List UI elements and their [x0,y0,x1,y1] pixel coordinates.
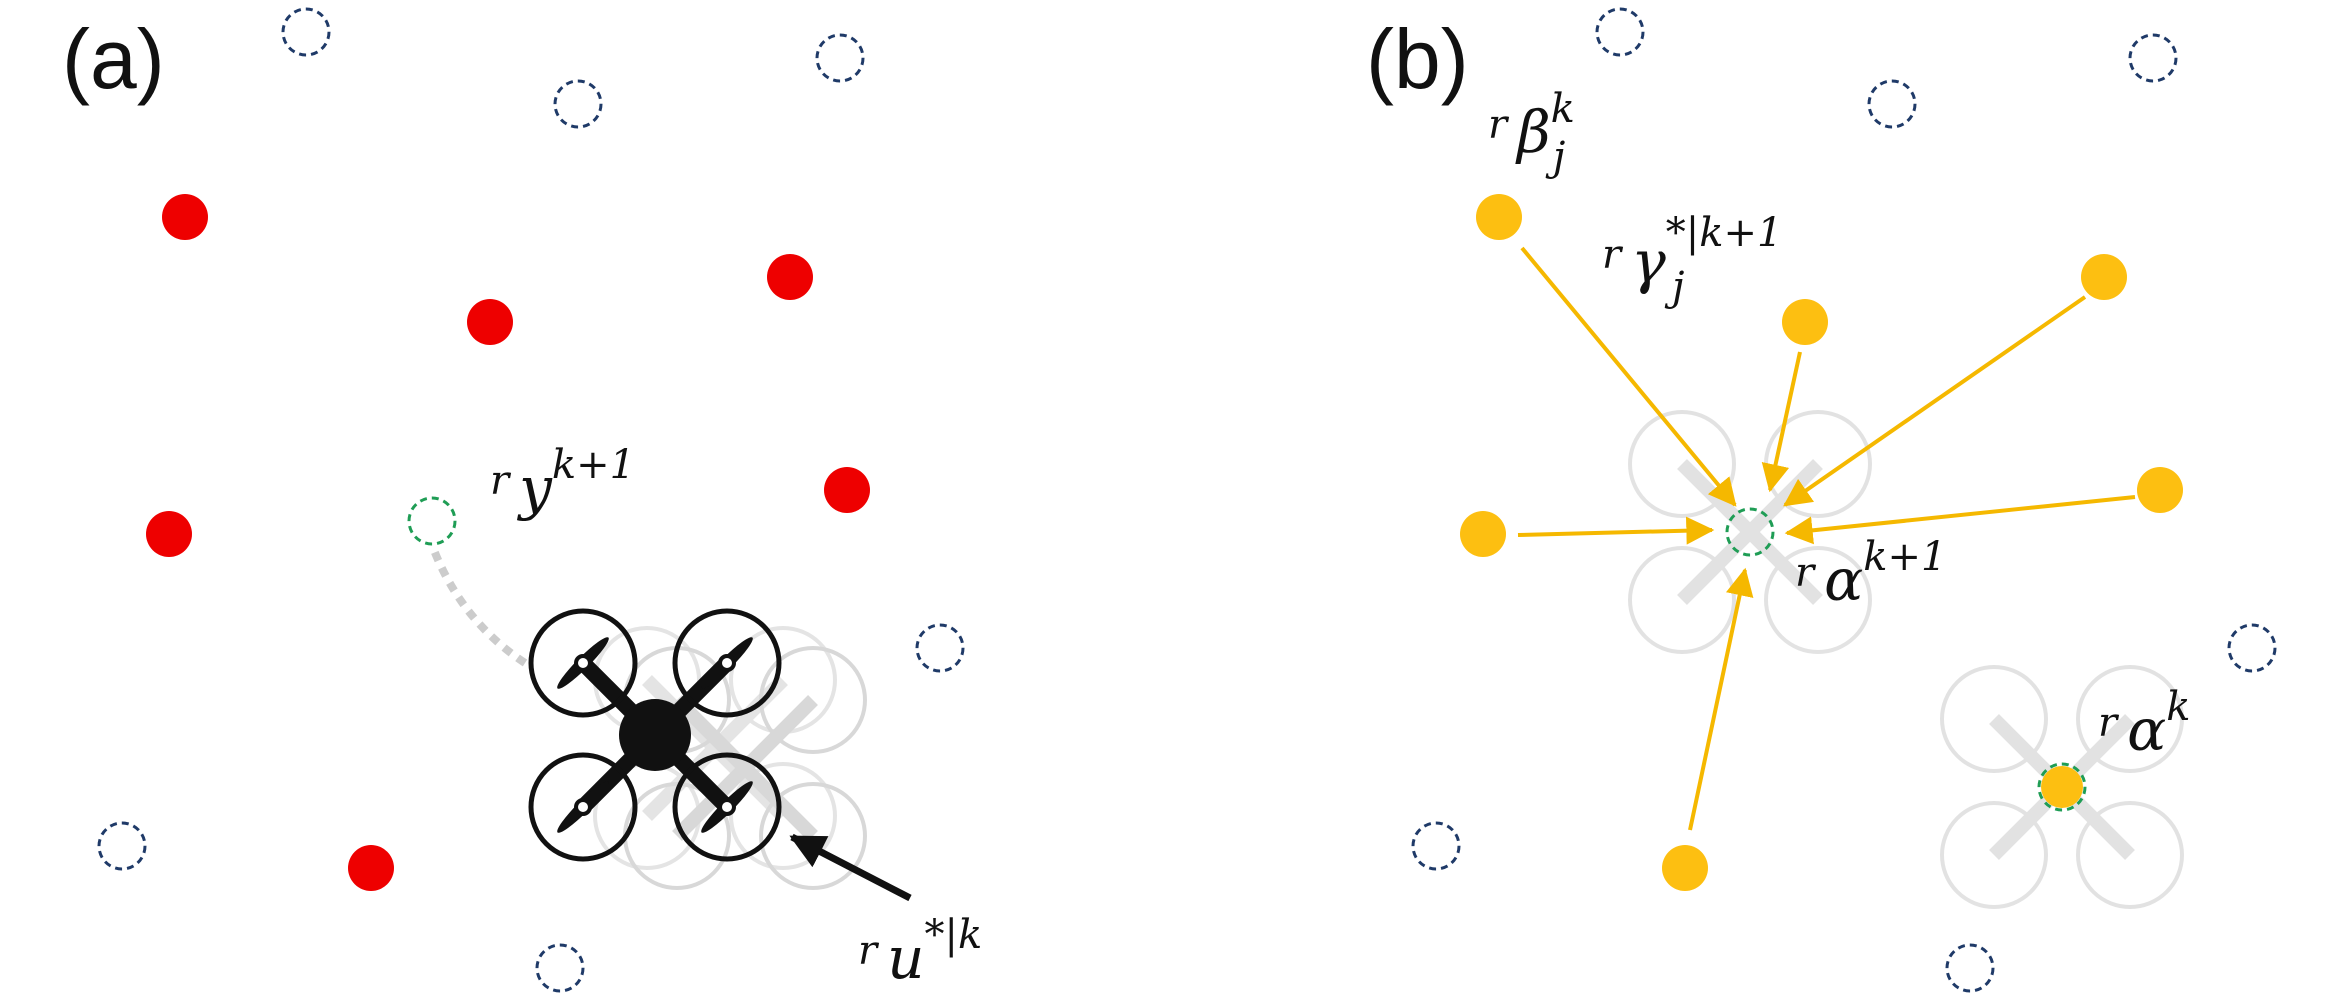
blue-dashed-circle [535,943,585,993]
yellow-point [2137,467,2183,513]
blue-dashed-circle [1945,943,1995,993]
panel-a-label: (a) [62,12,165,106]
red-point [767,254,813,300]
red-points [146,194,870,891]
control-arrow [789,833,912,902]
target-point-a [407,496,457,546]
blue-dashed-circles-b [1411,7,2277,993]
yellow-arrow [1783,295,2087,507]
yellow-arrow [1517,516,1715,545]
yellow-arrow [1761,351,1802,493]
blue-dashed-circle [2227,623,2277,673]
panel-b: (b) [1366,7,2277,993]
yellow-point [1782,299,1828,345]
blue-dashed-circle [915,623,965,673]
target-point-b [1725,507,1775,557]
yellow-point [1460,511,1506,557]
blue-dashed-circle [281,7,331,57]
label-gamma-sub: j [1664,264,1684,310]
blue-dashed-circle [1411,821,1461,871]
predicted-path [428,543,528,667]
panel-b-label: (b) [1366,12,1469,106]
blue-dashed-circle [1595,7,1645,57]
yellow-point [1476,194,1522,240]
yellow-points [1460,194,2183,891]
yellow-arrow [1688,567,1754,831]
blue-dashed-circles-a [97,7,965,993]
yellow-point [2081,254,2127,300]
yellow-arrow [1784,495,2136,545]
blue-dashed-circle [1867,79,1917,129]
yellow-point-current [2041,766,2083,808]
red-point [467,299,513,345]
red-point [824,467,870,513]
blue-dashed-circle [2128,33,2178,83]
quadcopter-icon [528,608,782,862]
yellow-point [1662,845,1708,891]
blue-dashed-circle [553,79,603,129]
red-point [146,511,192,557]
red-point [162,194,208,240]
red-point [348,845,394,891]
panel-a: (a) [62,7,982,993]
yellow-arrows [1517,246,2136,831]
yellow-arrow [1520,246,1737,507]
current-point-b [2037,762,2087,812]
blue-dashed-circle [815,33,865,83]
blue-dashed-circle [97,821,147,871]
